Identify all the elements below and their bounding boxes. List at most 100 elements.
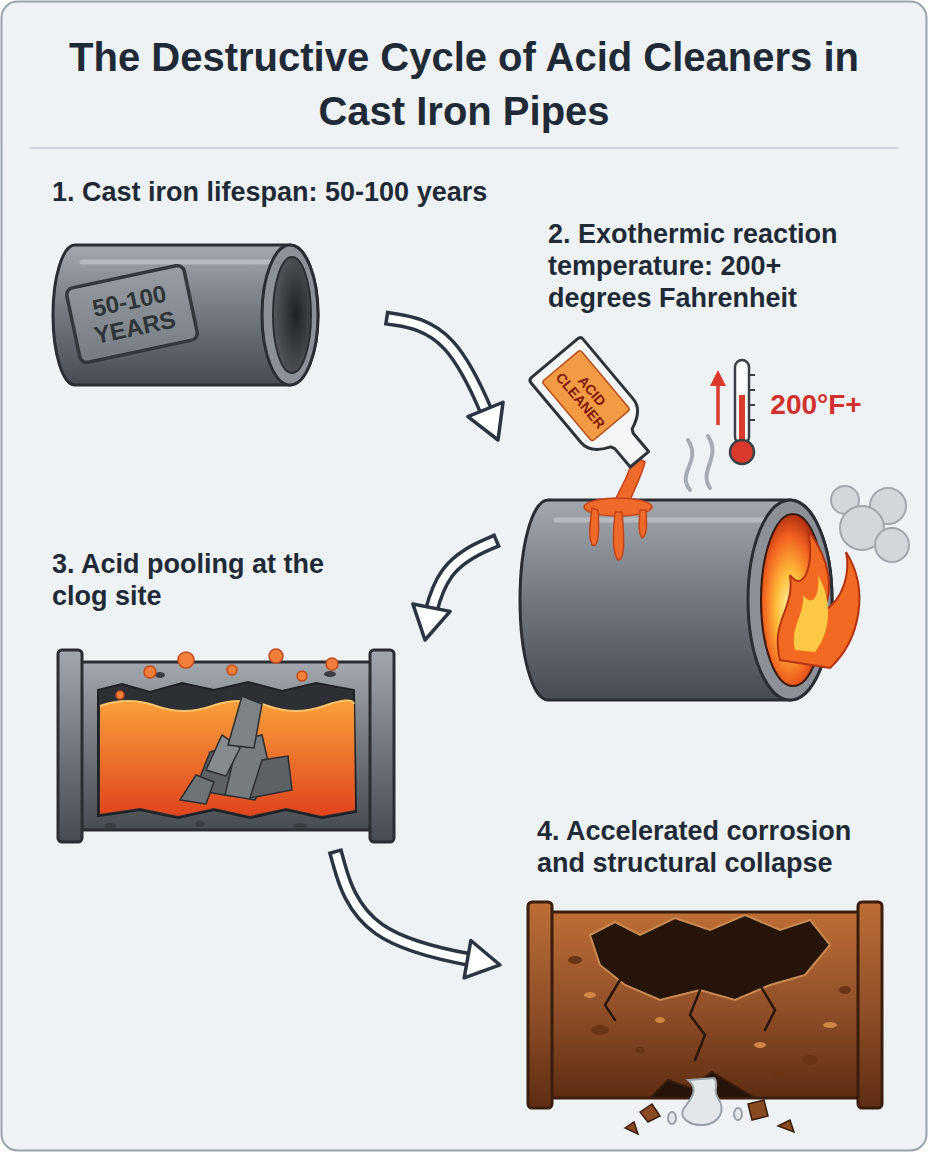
clogged-pipe bbox=[104, 823, 116, 829]
thermometer bbox=[730, 440, 754, 464]
step-panel: 3. Acid pooling at the clog site bbox=[45, 640, 445, 850]
collapsed-pipe bbox=[858, 902, 882, 1108]
collapsed-pipe bbox=[550, 912, 860, 1098]
acid-bubbles bbox=[116, 691, 124, 699]
collapsed-pipe bbox=[802, 1055, 818, 1065]
thermometer bbox=[749, 404, 755, 406]
collapsed-pipe bbox=[591, 1025, 609, 1035]
acid-pool bbox=[100, 700, 355, 816]
heated-pipe bbox=[520, 500, 832, 700]
thermometer bbox=[749, 419, 755, 421]
steam-cloud bbox=[875, 528, 909, 562]
clog-debris bbox=[250, 756, 292, 798]
clogged-pipe bbox=[58, 650, 394, 842]
acid-bubbles bbox=[297, 671, 307, 681]
clog-debris bbox=[180, 775, 214, 804]
smoke-wisps bbox=[686, 436, 713, 490]
acid-bubbles bbox=[269, 649, 283, 663]
collapsed-pipe bbox=[605, 980, 775, 1060]
rise-arrow bbox=[710, 370, 726, 425]
step-heading: 2. Exothermic reaction temperature: 200+… bbox=[548, 218, 866, 314]
collapsed-pipe bbox=[754, 1042, 766, 1048]
thermometer bbox=[730, 360, 755, 464]
collapsed-pipe bbox=[774, 1072, 786, 1078]
step-heading: 1. Cast iron lifespan: 50-100 years bbox=[52, 176, 512, 208]
acid-pour bbox=[590, 508, 599, 546]
clogged-pipe bbox=[293, 823, 307, 829]
new-pipe bbox=[53, 245, 318, 385]
age-stamp bbox=[65, 264, 198, 363]
thermometer bbox=[749, 374, 755, 376]
acid-bubbles bbox=[144, 666, 156, 678]
clogged-pipe bbox=[370, 650, 394, 842]
collapsed-pipe bbox=[528, 902, 552, 1108]
clogged-pipe bbox=[58, 650, 82, 842]
clogged-pipe bbox=[98, 682, 356, 818]
step-heading: 3. Acid pooling at the clog site bbox=[52, 548, 352, 612]
acid-pour bbox=[613, 512, 623, 560]
smoke-wisps bbox=[707, 436, 713, 488]
arrow-body bbox=[335, 850, 500, 965]
new-pipe bbox=[53, 245, 318, 385]
pipe-fragments bbox=[640, 1104, 660, 1122]
flow-arrow bbox=[335, 850, 500, 965]
temperature-label: 200°F+ bbox=[756, 389, 876, 421]
thermometer bbox=[749, 375, 755, 420]
steam-cloud bbox=[831, 486, 909, 562]
title-divider bbox=[30, 147, 898, 149]
pipe-fragments bbox=[625, 1100, 794, 1134]
step-heading: 4. Accelerated corrosion and structural … bbox=[537, 815, 877, 879]
clogged-pipe bbox=[80, 662, 372, 830]
leaking-water bbox=[668, 1112, 676, 1124]
acid-bubbles bbox=[178, 652, 194, 668]
arrow-outline bbox=[335, 850, 500, 965]
arrow-body bbox=[385, 318, 498, 440]
leaking-water bbox=[682, 1078, 721, 1125]
fire-flames bbox=[794, 575, 828, 652]
clog-debris bbox=[228, 696, 262, 748]
acid-bottle bbox=[529, 336, 666, 481]
new-pipe bbox=[273, 257, 311, 373]
collapsed-pipe bbox=[823, 1022, 837, 1028]
age-stamp bbox=[65, 264, 198, 363]
step-panel: 4. Accelerated corrosion and structural … bbox=[500, 895, 895, 1120]
fire-flames bbox=[778, 530, 860, 668]
leaking-water bbox=[668, 1078, 742, 1125]
rise-arrow bbox=[710, 370, 726, 386]
acid-bubbles bbox=[326, 658, 338, 670]
acid-bottle bbox=[529, 336, 666, 481]
acid-pour bbox=[639, 510, 646, 538]
new-pipe bbox=[262, 245, 318, 385]
pipe-fragments bbox=[778, 1120, 794, 1132]
collapsed-pipe bbox=[839, 986, 851, 994]
clogged-pipe bbox=[324, 671, 336, 677]
collapsed-pipe bbox=[590, 915, 830, 1000]
pipe-fragments bbox=[625, 1122, 638, 1134]
clog-debris bbox=[180, 696, 292, 804]
acid-bubbles bbox=[227, 665, 237, 675]
collapsed-pipe bbox=[528, 902, 882, 1108]
leaking-water bbox=[734, 1108, 742, 1120]
flow-arrow bbox=[425, 540, 498, 640]
heated-pipe bbox=[520, 500, 832, 700]
acid-bubbles bbox=[116, 649, 338, 699]
collapsed-pipe bbox=[760, 985, 775, 1030]
acid-pour bbox=[584, 456, 652, 560]
thermometer bbox=[749, 389, 755, 391]
collapsed-pipe bbox=[584, 992, 596, 998]
acid-pool bbox=[100, 700, 355, 816]
collapsed-pipe bbox=[605, 980, 620, 1020]
arrow-outline bbox=[425, 540, 498, 640]
fire-flames bbox=[778, 530, 860, 668]
rise-arrow bbox=[716, 382, 720, 425]
flow-arrow bbox=[385, 318, 498, 440]
title: The Destructive Cycle of Acid Cleaners i… bbox=[60, 30, 868, 138]
pipe-fragments bbox=[748, 1100, 768, 1120]
arrow-outline bbox=[385, 318, 498, 440]
new-pipe bbox=[82, 260, 284, 265]
smoke-wisps bbox=[686, 440, 693, 490]
collapsed-pipe bbox=[635, 1047, 645, 1053]
collapsed-pipe bbox=[584, 992, 837, 1048]
collapsed-pipe bbox=[568, 956, 582, 964]
